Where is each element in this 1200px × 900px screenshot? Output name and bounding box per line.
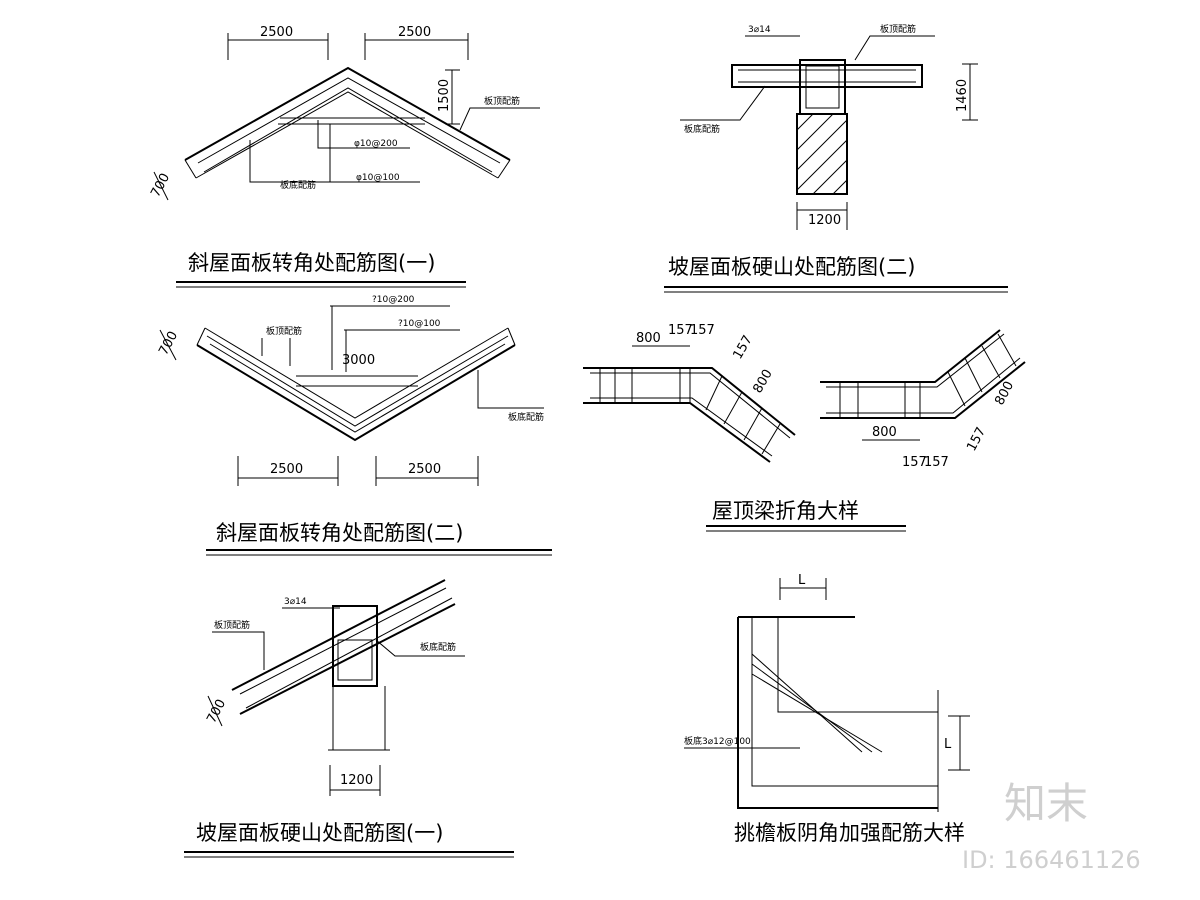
rebar-label: 板底配筋 [508,411,544,423]
rebar-label: 板顶配筋 [880,23,916,35]
panel-title: 屋顶梁折角大样 [712,499,859,523]
dimension-label: 700 [148,171,173,200]
wall-hatch [796,113,848,195]
rebar-label: φ10@100 [356,173,400,183]
dimension-line [227,33,469,60]
rebar-label: 3⌀14 [748,25,771,35]
dimension-label: 2500 [270,462,303,477]
dimension-label: 800 [636,331,661,346]
panel-title: 坡屋面板硬山处配筋图(二) [668,255,915,279]
rebar-label: 板顶配筋 [214,619,250,631]
dimension-label: 157 [924,455,949,470]
watermark-logo: 知末 [1004,779,1088,828]
watermark-id: ID: 166461126 [962,846,1141,874]
dimension-label: 2500 [260,25,293,40]
rebar-label: 板底3⌀12@100 [684,735,751,747]
panel-gable-2: 3⌀14 板顶配筋 1460 板底配筋 1200 [664,23,1008,293]
rebar-label: 板底配筋 [684,123,720,135]
roof-slab-outline [196,327,516,442]
panel-gable-1: 3⌀14 板顶配筋 板底配筋 700 1200 坡屋面板硬山处配筋图(一) [184,579,514,858]
dimension-label: L [944,737,952,752]
panel-title: 坡屋面板硬山处配筋图(一) [196,821,443,845]
rebar-label: 板顶配筋 [484,95,520,107]
slab [731,64,923,88]
dimension-label: 3000 [342,353,375,368]
rebar-lines [197,77,501,173]
dimension-label: 800 [872,425,897,440]
roof-slab-outline [184,66,511,179]
panel-title: 斜屋面板转角处配筋图(一) [188,251,435,275]
eave-slab-outline [737,616,939,812]
rebar-label: 板底配筋 [420,641,456,653]
rebar-label: 板顶配筋 [266,325,302,337]
dimension-label: 1460 [955,79,970,112]
dimension-label: 800 [750,367,775,396]
dimension-label: 157 [902,455,927,470]
dimension-label: 700 [204,697,229,726]
dimension-label: 1200 [340,773,373,788]
dimension-label: 2500 [408,462,441,477]
rebar-label: φ10@200 [354,139,398,149]
rebar-label: 3⌀14 [284,597,307,607]
dimension-label: 700 [156,329,181,358]
beam-bend-right [820,329,1026,419]
panel-roof-corner-2: 700 板顶配筋 ?10@200 ?10@100 3000 板底配筋 [156,295,552,556]
panel-roof-corner-1: 2500 2500 1500 700 板顶配筋 板底配筋 φ10@200 [148,25,540,288]
panel-title: 斜屋面板转角处配筋图(二) [216,521,463,545]
panel-title: 挑檐板阴角加强配筋大样 [734,821,965,845]
rebar-lines [206,335,509,433]
roof-slab-outline [231,579,456,715]
dimension-label: 1200 [808,213,841,228]
diagonal-rebars [751,653,883,753]
dimension-label: 157 [668,323,693,338]
rebar-label: ?10@100 [398,319,441,329]
dimension-label: 157 [690,323,715,338]
panel-eave-corner: L L 板底3⌀12@100 挑檐板阴角加强配筋大样 [684,573,970,845]
beam-bend-left [583,367,796,463]
rebar-label: 板底配筋 [280,179,316,191]
dimension-label: 157 [730,333,755,362]
wall [796,113,848,195]
panel-roof-beam-bend: 800 157 157 800 157 800 157 157 800 157 … [583,323,1026,532]
beam [332,605,378,687]
dimension-label: L [798,573,806,588]
dimension-label: 157 [964,425,989,454]
dimension-label: 2500 [398,25,431,40]
dimension-label: 800 [992,379,1017,408]
rebar-label: ?10@200 [372,295,415,305]
dimension-label: 1500 [437,79,452,112]
